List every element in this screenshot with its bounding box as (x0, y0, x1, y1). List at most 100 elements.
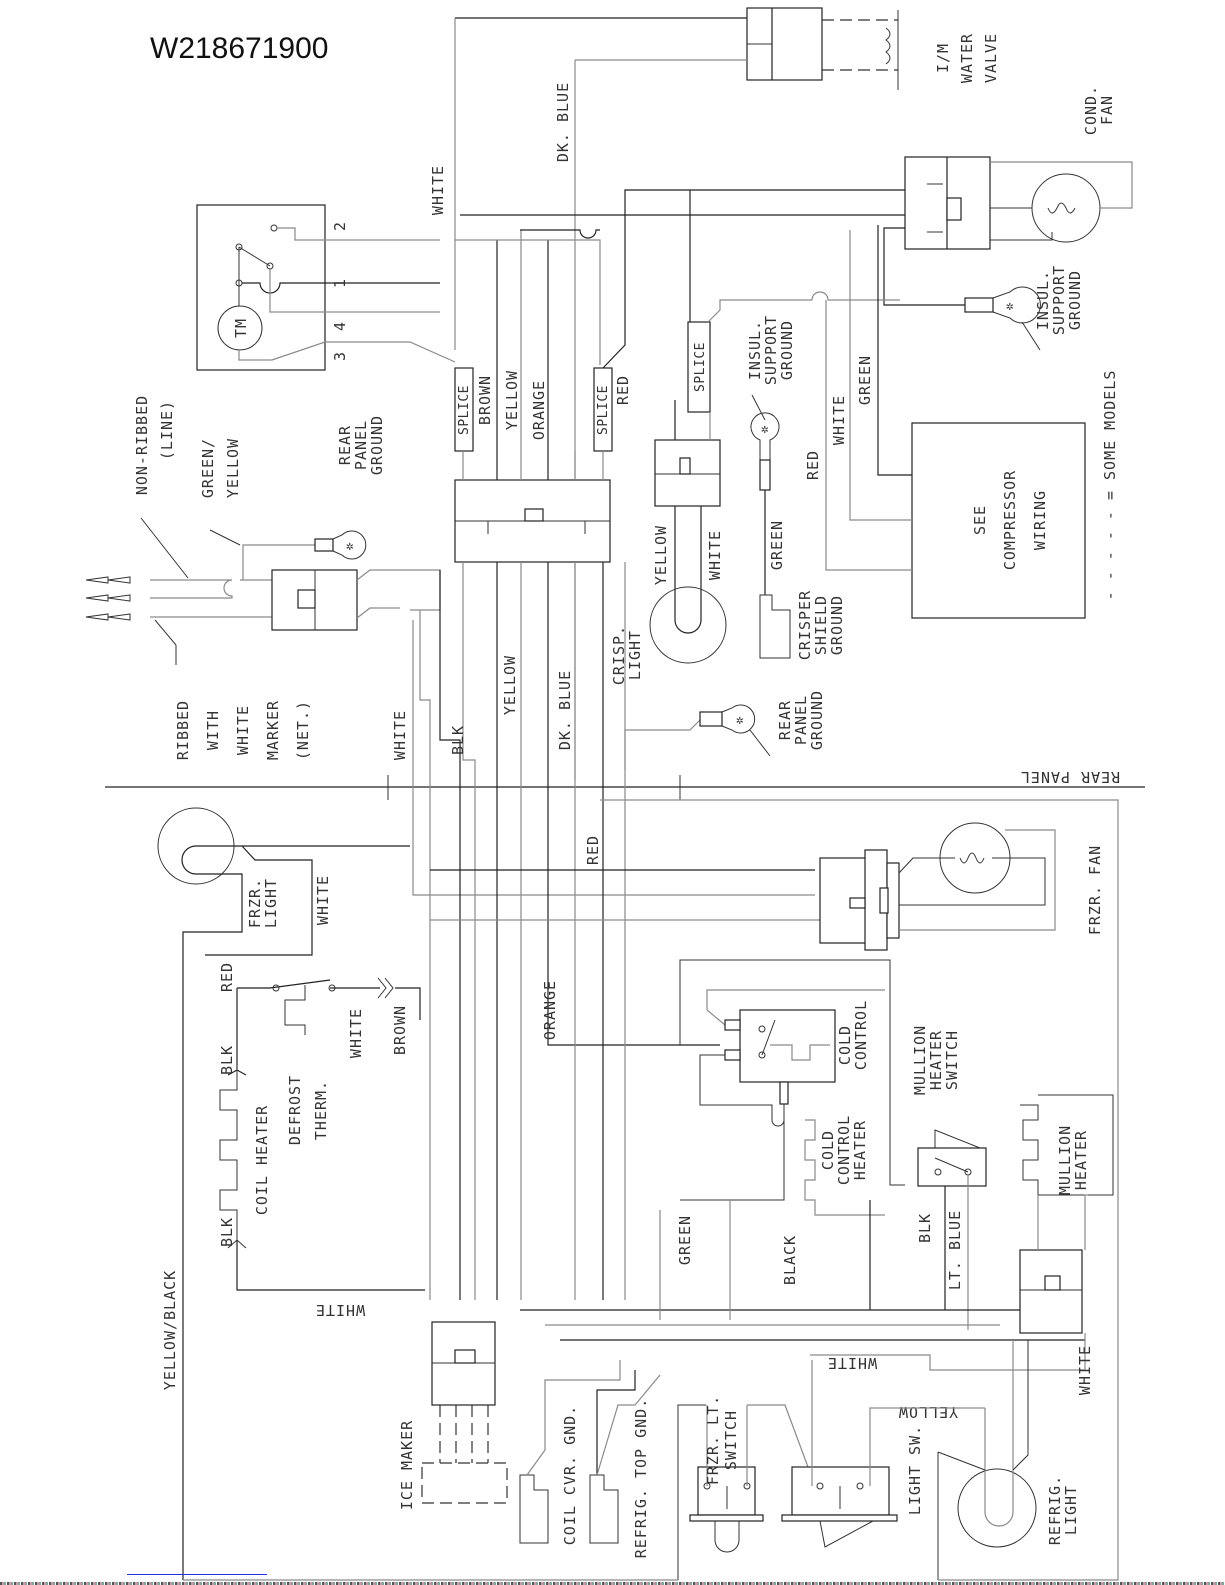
ribbed-label-4: MARKER (264, 700, 282, 760)
ribbed-label-2: WITH (204, 710, 222, 750)
star-washer-icon-rear: ✲ (736, 713, 744, 728)
rear-panel-ground-top-2: PANEL (352, 420, 370, 470)
freezer-fan (819, 822, 1056, 951)
refrig-light-label-1: REFRIG. (1046, 1475, 1064, 1545)
wire-label-dk-blue-top: DK. BLUE (554, 82, 572, 162)
rear-panel-ground-mid-3: GROUND (808, 690, 826, 750)
splice-left-box (454, 367, 474, 452)
wire-label-blk-lower: BLK (916, 1213, 934, 1243)
cold-control-heater-label-3: HEATER (851, 1120, 869, 1180)
hyperlink-underline[interactable] (127, 1574, 267, 1575)
some-models-legend: - - - - - = SOME MODELS (1101, 370, 1119, 601)
svg-text:SPLICE: SPLICE (693, 342, 708, 392)
frzr-fan-label: FRZR. FAN (1086, 845, 1104, 935)
cold-control-heater-label-1: COLD (819, 1130, 837, 1170)
mullion-heater-label-2: HEATER (1072, 1130, 1090, 1190)
power-cord: ✲ (85, 517, 441, 665)
compressor-label-3: WIRING (1031, 490, 1049, 550)
refrig-light-switch (781, 1360, 985, 1548)
rear-panel-ground-mid: ✲ (624, 704, 771, 770)
water-valve-label-3: VALVE (982, 33, 1000, 83)
main-harness: SPLICE SPLICE (454, 189, 905, 563)
wire-label-blk-heater-bottom: BLK (218, 1217, 236, 1247)
water-valve-label-2: WATER (958, 33, 976, 83)
terminal-4: 4 (331, 321, 349, 331)
star-washer-icon-cord: ✲ (346, 539, 354, 554)
light-sw-label: LIGHT SW. (906, 1425, 924, 1515)
wire-label-brown: BROWN (476, 375, 494, 425)
cond-fan (904, 156, 1133, 250)
frzr-lt-switch-label-1: FRZR. LT. (704, 1395, 722, 1485)
terminal-1: 1 (331, 278, 349, 288)
compressor-wiring-box (825, 225, 1086, 619)
defrost-therm-label-2: THERM. (312, 1080, 330, 1140)
freezer-light-switch (677, 1404, 809, 1580)
defrost-timer: TM (196, 204, 456, 371)
cold-control-label-1: COLD (836, 1025, 854, 1065)
refrig-light-label-2: LIGHT (1062, 1485, 1080, 1535)
insul-ground-top-2: SUPPORT (1050, 265, 1068, 335)
terminal-3: 3 (331, 351, 349, 361)
crisper-shield-clip-icon (759, 594, 791, 659)
cold-control (679, 959, 905, 1216)
lower-wiring (520, 1200, 1086, 1371)
defrost-therm-label-1: DEFROST (286, 1075, 304, 1145)
insul-support-ground-mid: ✲ (750, 394, 791, 659)
wire-label-yellow-crisp: YELLOW (652, 525, 670, 585)
wire-label-white-frzr: WHITE (314, 875, 332, 925)
water-valve-label-1: I/M (934, 43, 952, 73)
ribbed-label-5: (NET.) (294, 700, 312, 760)
wire-label-white-bottom-left: WHITE (315, 1301, 365, 1319)
rear-panel-ground-top-1: REAR (336, 425, 354, 465)
mullion-switch-label-3: SWITCH (943, 1030, 961, 1090)
mullion-switch-label-2: HEATER (927, 1030, 945, 1090)
solenoid-coil-icon (885, 27, 891, 65)
crisper-shield-label-1: CRISPER (796, 590, 814, 660)
wire-label-white-mid: WHITE (391, 710, 409, 760)
wire-label-orange-upper: ORANGE (530, 380, 548, 440)
cond-fan-label-1: COND. (1082, 85, 1100, 135)
insul-ground-mid-3: GROUND (778, 320, 796, 380)
wire-label-white-therm: WHITE (347, 1008, 365, 1058)
green-yellow-label-1: GREEN/ (199, 438, 217, 498)
frzr-light-label-2: LIGHT (262, 878, 280, 928)
refrig-top-ground-clip-icon (589, 1474, 619, 1544)
non-ribbed-label-1: NON-RIBBED (133, 395, 151, 495)
wire-label-green-right: GREEN (856, 355, 874, 405)
ice-maker (421, 1321, 508, 1504)
crisp-light-label-1: CRISP. (610, 625, 628, 685)
svg-text:TM: TM (232, 318, 250, 338)
refrig-light (937, 1340, 1119, 1581)
timer-motor-icon (217, 305, 263, 351)
green-yellow-label-2: YELLOW (224, 438, 242, 498)
insul-ground-top-1: INSUL. (1034, 270, 1052, 330)
terminal-2: 2 (331, 221, 349, 231)
star-washer-icon-mid: ✲ (761, 422, 769, 437)
svg-text:SPLICE: SPLICE (596, 385, 611, 435)
wire-label-blk-mid: BLK (449, 725, 467, 755)
wire-label-lt-blue: LT. BLUE (946, 1210, 964, 1290)
ribbed-label-1: RIBBED (174, 700, 192, 760)
cond-fan-label-2: FAN (1098, 95, 1116, 125)
refrig-top-gnd-label: REFRIG. TOP GND. (632, 1398, 650, 1559)
crisper-bulb-icon (649, 586, 727, 664)
wire-label-yellow-mid: YELLOW (501, 655, 519, 715)
yellow-black-label: YELLOW/BLACK (161, 1270, 179, 1390)
compressor-label-1: SEE (971, 505, 989, 535)
wire-label-blk-heater-top: BLK (218, 1045, 236, 1075)
wire-label-white-crisp: WHITE (706, 530, 724, 580)
water-valve (746, 7, 899, 90)
crisp-light-label-2: LIGHT (626, 630, 644, 680)
wire-label-yellow-upper: YELLOW (503, 370, 521, 430)
insul-support-ground-top: ✲ (883, 227, 1041, 351)
crisper-shield-label-2: SHIELD (812, 595, 830, 655)
coil-cvr-ground-clip-icon (519, 1474, 549, 1544)
crisper-light: SPLICE (649, 190, 900, 664)
refrig-bulb-icon (957, 1468, 1037, 1548)
star-washer-icon: ✲ (1006, 299, 1014, 314)
page-footer-rule (0, 1582, 1225, 1585)
ribbed-label-3: WHITE (234, 705, 252, 755)
coil-heater-defrost (219, 977, 425, 1291)
insul-ground-mid-2: SUPPORT (762, 315, 780, 385)
